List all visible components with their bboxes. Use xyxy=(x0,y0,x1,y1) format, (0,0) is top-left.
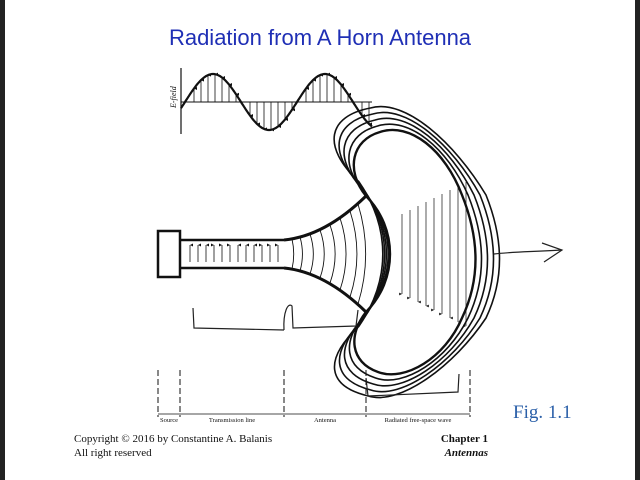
region-label-antenna: Antenna xyxy=(314,417,336,424)
efield-wave-plot: E-field xyxy=(169,68,373,134)
right-border xyxy=(635,0,640,480)
slide-title: Radiation from A Horn Antenna xyxy=(168,25,472,50)
figure-label: Fig. 1.1 xyxy=(513,402,572,423)
chapter-name: Antennas xyxy=(444,447,488,459)
transmission-line xyxy=(180,238,284,270)
left-border xyxy=(0,0,5,480)
copyright-line: Copyright © 2016 by Constantine A. Balan… xyxy=(74,433,273,445)
horn-flare xyxy=(283,194,368,314)
chapter-number: Chapter 1 xyxy=(440,433,488,445)
handwritten-brackets xyxy=(192,242,564,397)
efield-axis-label: E-field xyxy=(169,85,178,109)
region-label-radiated-wave: Radiated free-space wave xyxy=(385,417,452,424)
radiated-wavefronts xyxy=(333,105,501,399)
efield-vectors xyxy=(193,72,373,132)
region-scale: Source Transmission line Antenna Radiate… xyxy=(157,370,471,424)
copyright-notice: Copyright © 2016 by Constantine A. Balan… xyxy=(74,432,272,460)
rights-line: All right reserved xyxy=(74,447,152,459)
source-box xyxy=(156,229,182,279)
region-label-source: Source xyxy=(160,417,178,424)
efield-sine-wave xyxy=(180,72,373,132)
region-label-transmission-line: Transmission line xyxy=(209,417,255,424)
chapter-info: Chapter 1 Antennas xyxy=(380,432,488,460)
